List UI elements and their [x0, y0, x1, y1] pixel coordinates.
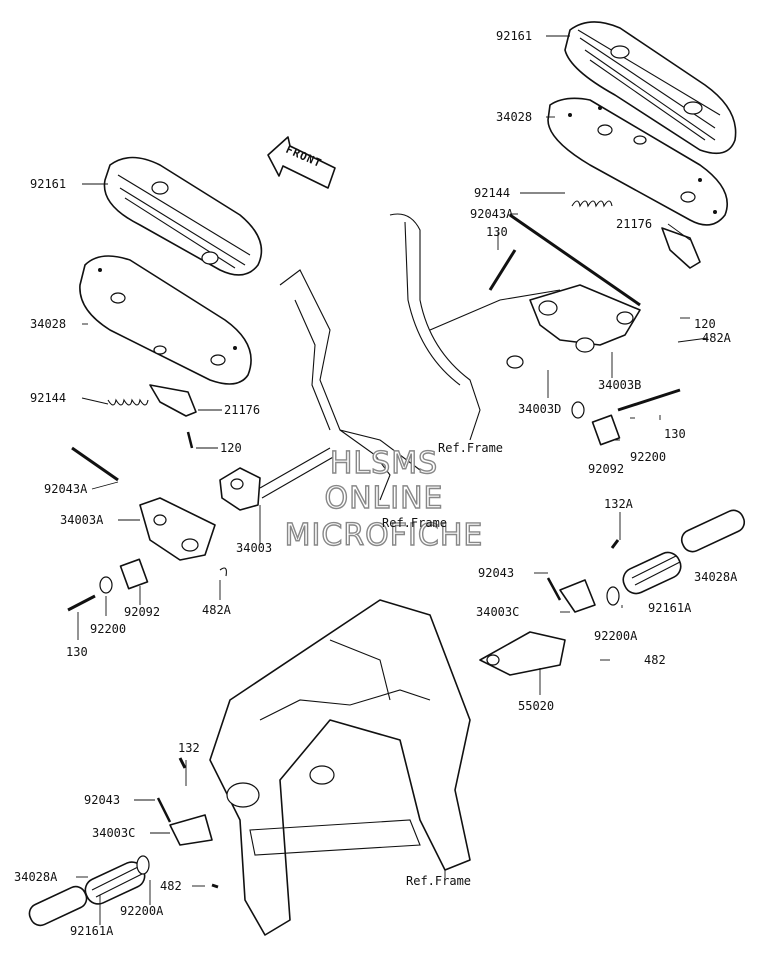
right-floorboard-spring [571, 200, 613, 208]
label-92144-right: 92144 [474, 186, 510, 200]
label-34003B: 34003B [598, 378, 641, 392]
right-passenger-peg [479, 509, 746, 676]
label-34003D: 34003D [518, 402, 561, 416]
label-482A-right: 482A [702, 331, 732, 345]
right-floorboard-plate [547, 97, 729, 226]
label-92161A-left: 92161A [70, 924, 114, 938]
label-ref-frame-1: Ref.Frame [438, 441, 503, 455]
left-pivot-bracket [139, 497, 216, 561]
label-92144-left: 92144 [30, 391, 66, 405]
watermark: HLSMS ONLINE MICROFICHE [284, 445, 484, 553]
label-34003C-right: 34003C [476, 605, 519, 619]
part-labels: 92161 34028 92144 92043A 130 21176 120 4… [14, 29, 738, 938]
label-ref-frame-3: Ref.Frame [406, 874, 471, 888]
right-floorboard-pad [564, 21, 737, 155]
label-92200-right: 92200 [630, 450, 666, 464]
left-passenger-peg [28, 757, 219, 927]
label-92161A-right: 92161A [648, 601, 692, 615]
right-leaders [497, 35, 709, 441]
label-ref-frame-2: Ref.Frame [382, 516, 447, 530]
label-34028A-left: 34028A [14, 870, 58, 884]
left-upper-leaders [77, 183, 261, 640]
label-120-right: 120 [694, 317, 716, 331]
label-92043A-left: 92043A [44, 482, 88, 496]
label-120-left: 120 [220, 441, 242, 455]
left-floorboard-plate [79, 255, 252, 385]
left-passenger-leaders [76, 760, 446, 925]
left-pivot-pin [71, 446, 119, 482]
ref-frame-mid [279, 269, 421, 501]
label-92043A-right: 92043A [470, 207, 514, 221]
label-21176-left: 21176 [224, 403, 260, 417]
label-92161-left: 92161 [30, 177, 66, 191]
right-passenger-leaders [534, 512, 623, 695]
left-floorboard-pad [103, 156, 263, 276]
label-132A: 132A [604, 497, 634, 511]
label-482-left: 482 [160, 879, 182, 893]
label-482A-left: 482A [202, 603, 232, 617]
left-bolts [67, 558, 227, 612]
label-92200A-left: 92200A [120, 904, 164, 918]
label-130-right-mid: 130 [664, 427, 686, 441]
right-pivot-pin [509, 213, 641, 307]
left-floorboard-clip [149, 384, 197, 449]
label-34028-right: 34028 [496, 110, 532, 124]
label-34028A-right: 34028A [694, 570, 738, 584]
label-92200A-right: 92200A [594, 629, 638, 643]
label-130-right-top: 130 [486, 225, 508, 239]
label-34003: 34003 [236, 541, 272, 555]
label-92092-left: 92092 [124, 605, 160, 619]
main-frame [209, 599, 471, 936]
label-92043-left: 92043 [84, 793, 120, 807]
front-arrow: FRONT [267, 136, 336, 189]
label-482-right: 482 [644, 653, 666, 667]
ref-frame-upper [389, 213, 561, 441]
label-92043-right: 92043 [478, 566, 514, 580]
left-bracket-arm [219, 447, 336, 511]
label-92200-left: 92200 [90, 622, 126, 636]
watermark-line1: HLSMS [330, 446, 438, 481]
label-132: 132 [178, 741, 200, 755]
label-34003C-left: 34003C [92, 826, 135, 840]
label-92092-right: 92092 [588, 462, 624, 476]
watermark-line2: ONLINE [324, 481, 443, 516]
label-34003A: 34003A [60, 513, 104, 527]
label-34028-left: 34028 [30, 317, 66, 331]
label-130-left: 130 [66, 645, 88, 659]
label-55020: 55020 [518, 699, 554, 713]
right-bolts [488, 249, 681, 446]
right-pivot-bracket [506, 284, 641, 369]
left-floorboard-spring [107, 398, 149, 406]
label-21176-right: 21176 [616, 217, 652, 231]
watermark-line3: MICROFICHE [285, 518, 484, 553]
label-92161-right: 92161 [496, 29, 532, 43]
